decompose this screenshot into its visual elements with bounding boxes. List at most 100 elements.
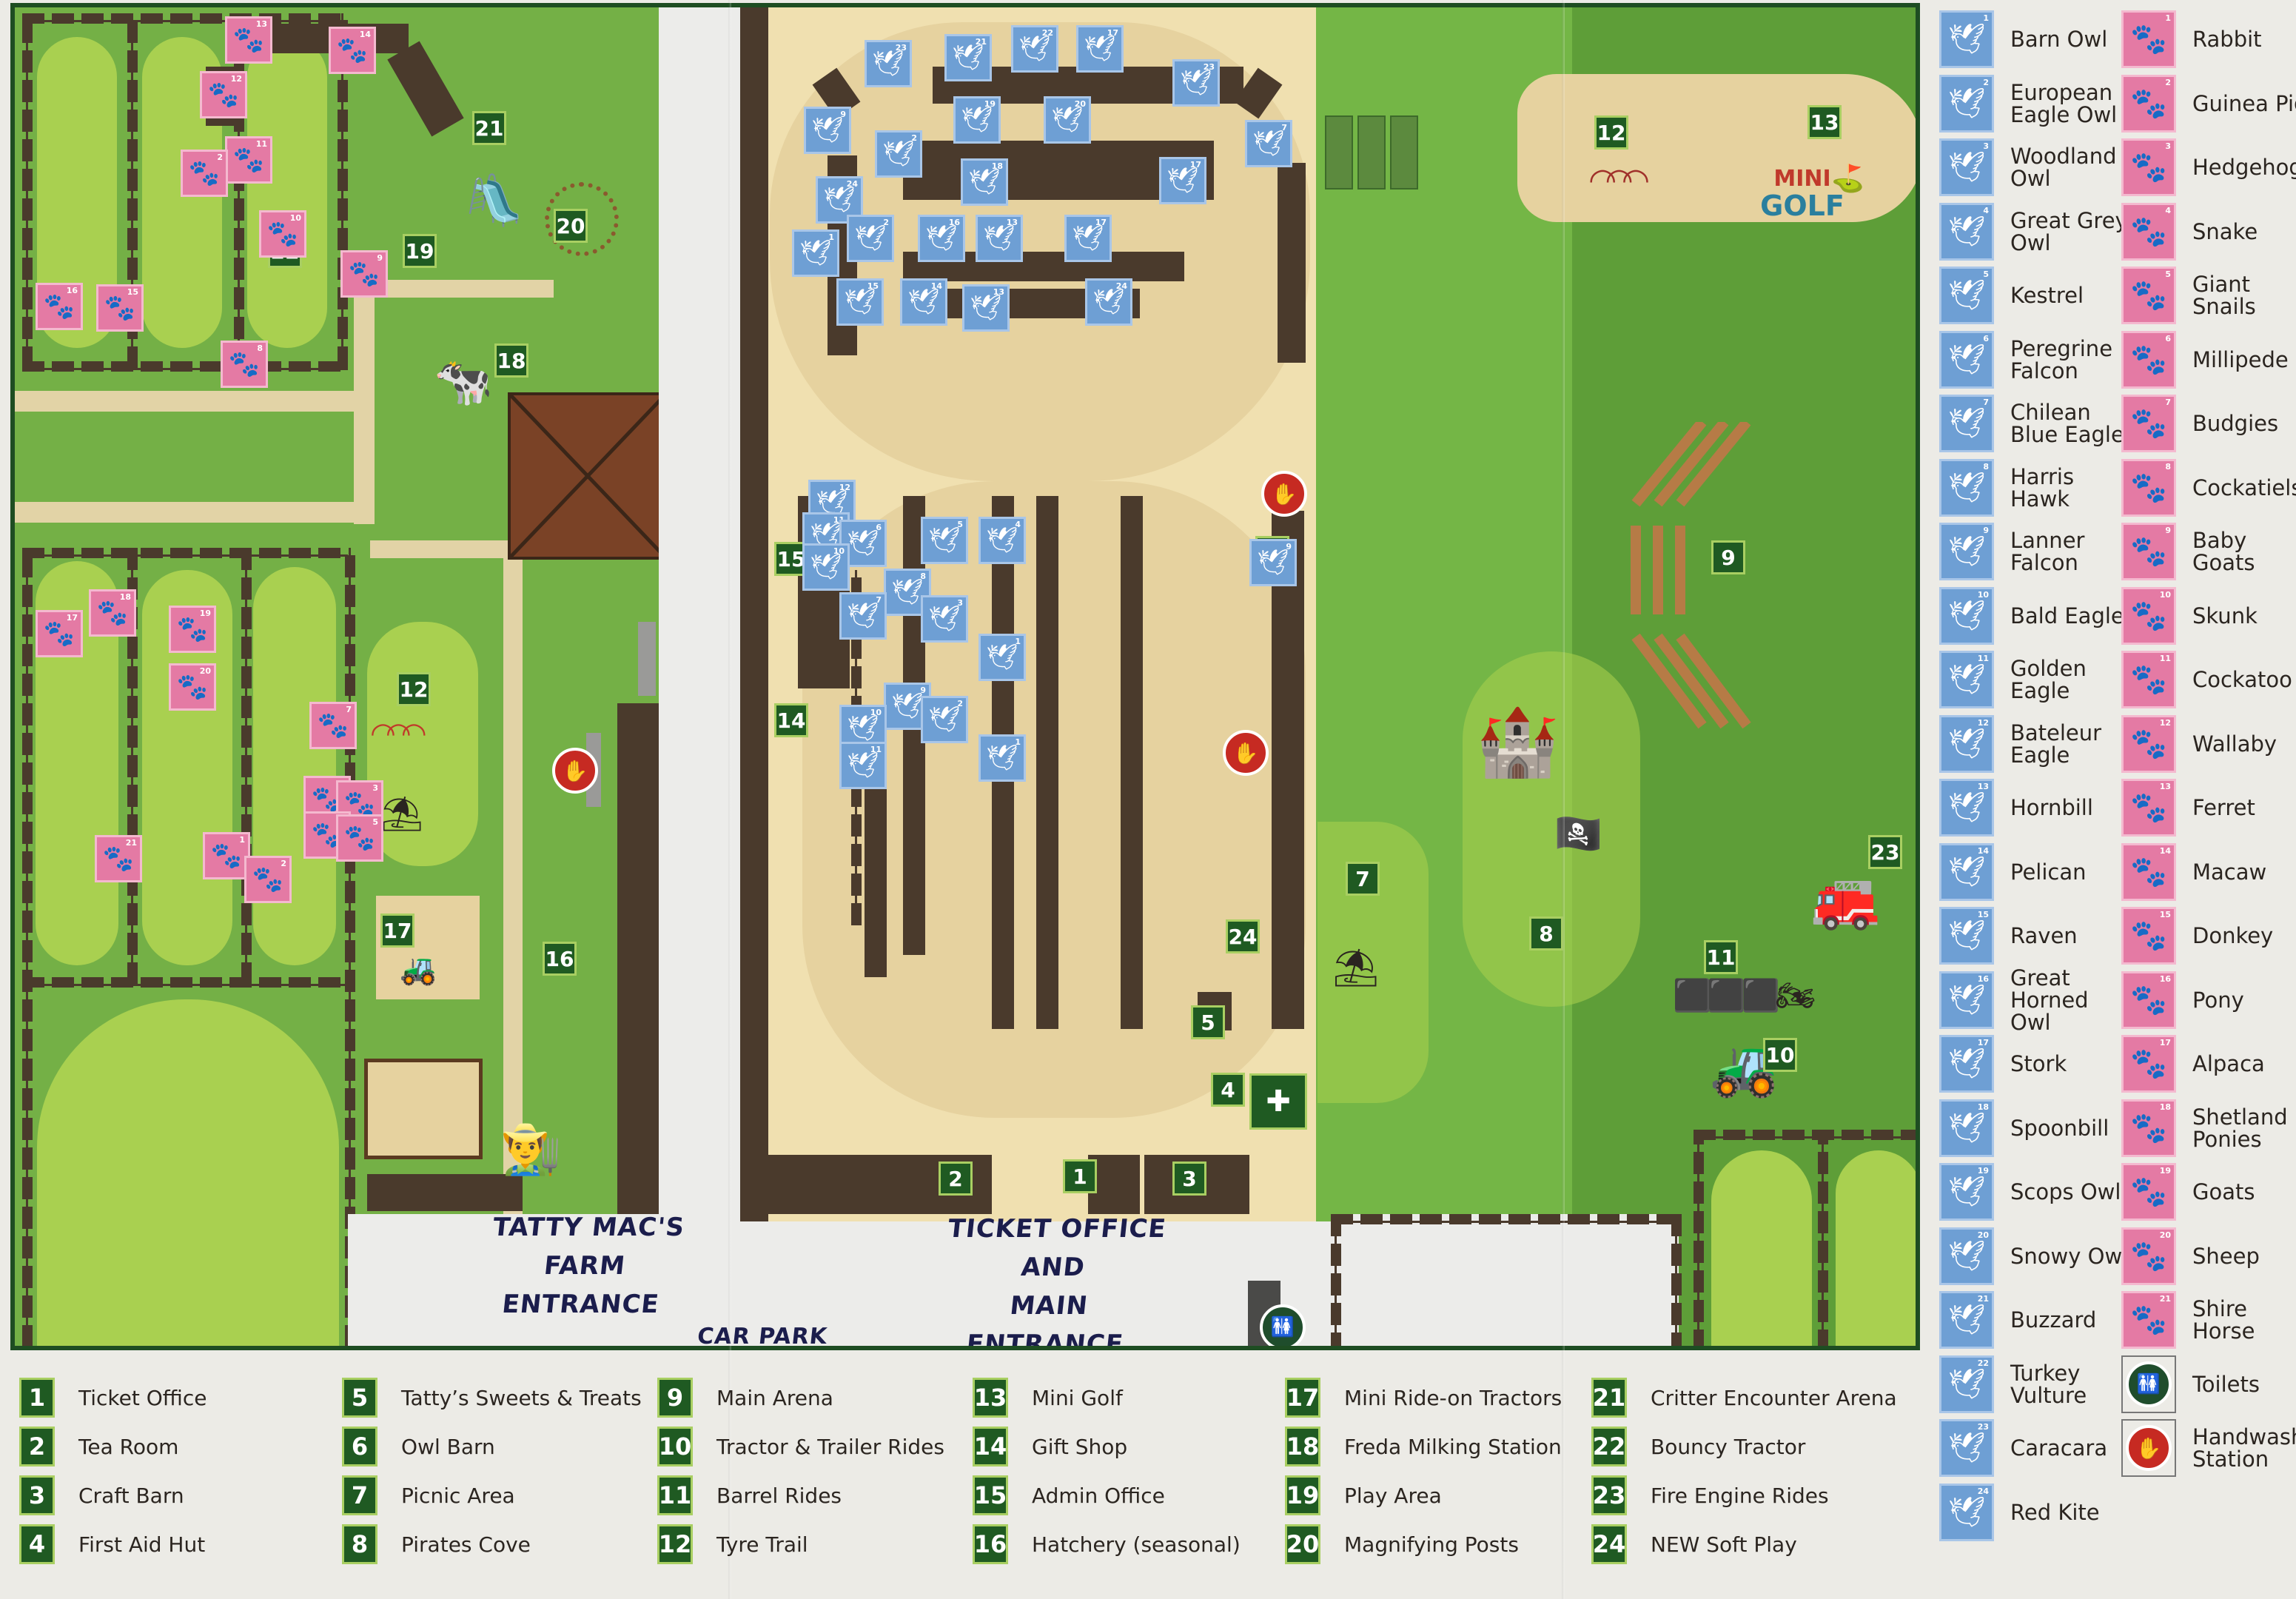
bird-tile[interactable]: 🕊7: [839, 592, 887, 640]
bird-tile[interactable]: 🕊20: [1044, 96, 1091, 144]
map-marker-17[interactable]: 17: [380, 914, 414, 948]
bird-tile[interactable]: 🕊2: [875, 130, 922, 178]
animal-tile[interactable]: 🐾7: [309, 702, 357, 749]
bird-tile[interactable]: 🕊15: [836, 278, 884, 326]
bird-tile[interactable]: 🕊4: [979, 517, 1026, 564]
animal-icon: 🐾: [210, 841, 243, 871]
bird-tile[interactable]: 🕊13: [962, 284, 1010, 332]
animal-tile[interactable]: 🐾19: [169, 606, 216, 653]
bird-tile[interactable]: 🕊23: [865, 40, 912, 87]
bird-tile[interactable]: 🕊17: [1064, 215, 1112, 262]
bird-tile[interactable]: 🕊7: [1245, 120, 1292, 167]
bird-tile[interactable]: 🕊1: [979, 634, 1026, 681]
animal-tile[interactable]: 🐾14: [329, 27, 376, 74]
bird-tile[interactable]: 🕊5: [921, 517, 968, 564]
bird-name: Great Grey Owl: [2010, 207, 2128, 255]
attraction-name: NEW Soft Play: [1651, 1532, 1797, 1557]
bird-tile[interactable]: 🕊11: [839, 742, 887, 789]
bird-tile[interactable]: 🕊9: [804, 107, 851, 154]
animal-tile[interactable]: 🐾16: [36, 283, 83, 330]
picnic-table-icon: ⛱: [380, 794, 424, 834]
bird-icon: 🕊10: [1939, 586, 1994, 645]
map-marker-10[interactable]: 10: [1763, 1038, 1797, 1072]
map-marker-18[interactable]: 18: [494, 343, 528, 378]
toilets-icon: 🚻: [1260, 1304, 1306, 1346]
tile-number: 9: [920, 685, 926, 695]
animal-icon: 🐾16: [2121, 971, 2176, 1029]
map-marker-9[interactable]: 9: [1711, 540, 1745, 574]
animal-tile[interactable]: 🐾2: [244, 856, 292, 903]
animal-name: Hedgehog: [2192, 155, 2296, 181]
map-marker-19[interactable]: 19: [403, 234, 437, 268]
bird-icon: 🕊: [1072, 224, 1104, 253]
bird-tile[interactable]: 🕊24: [1085, 278, 1132, 326]
animal-tile[interactable]: 🐾21: [95, 835, 142, 882]
bird-name: Bald Eagle: [2010, 603, 2124, 628]
animal-name: Macaw: [2192, 859, 2267, 885]
animal-tile[interactable]: 🐾5: [336, 814, 383, 862]
bird-tile[interactable]: 🕊1: [792, 229, 839, 277]
map-marker-24[interactable]: 24: [1226, 919, 1260, 953]
bird-tile[interactable]: 🕊14: [900, 278, 947, 326]
facility-name: Toilets: [2192, 1371, 2260, 1397]
animal-tile[interactable]: 🐾20: [169, 663, 216, 711]
map-marker-12[interactable]: 12: [1594, 115, 1628, 150]
bird-tile[interactable]: 🕊2: [921, 696, 968, 743]
animal-tile[interactable]: 🐾17: [36, 610, 83, 657]
map-marker-21[interactable]: 21: [472, 111, 506, 145]
map-marker-16[interactable]: 16: [543, 942, 577, 976]
map-marker-2[interactable]: 2: [939, 1161, 973, 1196]
attraction-number: 17: [1285, 1378, 1320, 1418]
bird-icon: 🕊: [854, 224, 887, 253]
bird-tile[interactable]: 🕊23: [1172, 59, 1220, 107]
bird-tile[interactable]: 🕊21: [944, 34, 992, 81]
animal-tile[interactable]: 🐾2: [181, 150, 228, 197]
bird-name: Golden Eagle: [2010, 656, 2087, 704]
map-marker-14[interactable]: 14: [774, 703, 808, 737]
animal-tile[interactable]: 🐾15: [96, 284, 144, 332]
map-marker-1[interactable]: 1: [1063, 1159, 1097, 1193]
animal-tile[interactable]: 🐾12: [200, 71, 247, 118]
bird-tile[interactable]: 🕊22: [1011, 25, 1058, 73]
map-marker-12[interactable]: 12: [397, 672, 431, 706]
bird-tile[interactable]: 🕊10: [802, 543, 850, 591]
tile-number: 13: [255, 19, 267, 29]
animal-tile[interactable]: 🐾10: [259, 210, 306, 258]
bird-tile[interactable]: 🕊17: [1159, 157, 1206, 204]
bird-tile[interactable]: 🕊17: [1076, 25, 1124, 73]
picnic-shelters: [1325, 115, 1418, 190]
animal-tile[interactable]: 🐾18: [89, 589, 136, 637]
bird-tile[interactable]: 🕊13: [976, 215, 1023, 262]
animal-tile[interactable]: 🐾11: [225, 136, 272, 184]
map-marker-20[interactable]: 20: [554, 209, 588, 243]
map-marker-7[interactable]: 7: [1346, 862, 1380, 896]
animal-tile[interactable]: 🐾1: [203, 832, 250, 879]
map-marker-23[interactable]: 23: [1868, 835, 1902, 869]
legend-number: 5: [2165, 269, 2171, 280]
animal-tile[interactable]: 🐾9: [340, 250, 388, 298]
bird-icon: 🕊: [882, 139, 915, 169]
animal-tile[interactable]: 🐾8: [221, 341, 268, 388]
bird-tile[interactable]: 🕊16: [918, 215, 965, 262]
bird-icon: 🕊: [961, 105, 993, 135]
map-marker-4[interactable]: 4: [1211, 1073, 1245, 1107]
map-marker-3[interactable]: 3: [1172, 1161, 1206, 1196]
animal-tile[interactable]: 🐾13: [225, 16, 272, 64]
bird-tile[interactable]: 🕊3: [921, 595, 968, 643]
bird-tile[interactable]: 🕊6: [839, 520, 887, 567]
map-marker-5[interactable]: 5: [1191, 1005, 1225, 1039]
bird-tile[interactable]: 🕊2: [847, 215, 894, 262]
bird-icon: 🕊15: [1939, 907, 1994, 965]
aviary: [1278, 163, 1306, 363]
bird-tile[interactable]: 🕊9: [1249, 539, 1297, 586]
map-marker-8[interactable]: 8: [1529, 916, 1563, 951]
bird-tile[interactable]: 🕊18: [961, 158, 1008, 206]
bird-tile[interactable]: 🕊19: [953, 96, 1001, 144]
map-marker-11[interactable]: 11: [1704, 940, 1738, 974]
map-marker-13[interactable]: 13: [1807, 105, 1842, 139]
attraction-number: 21: [1591, 1378, 1627, 1418]
bird-tile[interactable]: 🕊1: [979, 734, 1026, 782]
